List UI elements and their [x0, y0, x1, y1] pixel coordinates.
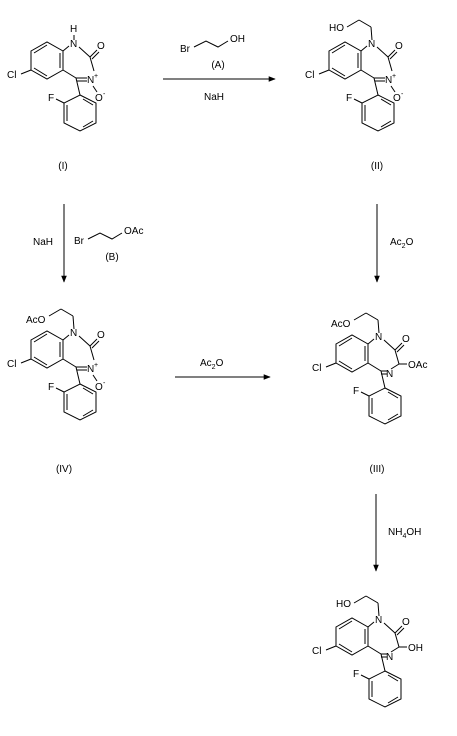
- molecule-I: H N O Cl N + O - F: [7, 24, 106, 132]
- atom-aco: AcO: [26, 315, 46, 326]
- atom-ho: HO: [336, 599, 351, 610]
- atom-oh: OH: [408, 643, 423, 654]
- atom-carbonyl-o: O: [395, 41, 403, 52]
- reagent-A: Br OH (A): [180, 34, 245, 71]
- charge-plus: +: [94, 73, 98, 80]
- atom-oh: OH: [230, 34, 245, 45]
- atom-cl: Cl: [312, 363, 321, 374]
- reagent-B-label: (B): [105, 252, 118, 263]
- atom-h: H: [70, 24, 77, 35]
- atom-n-oxide-o: O: [95, 93, 103, 104]
- atom-carbonyl-o: O: [97, 330, 105, 341]
- atom-n4: N: [386, 369, 393, 380]
- atom-n4: N: [386, 652, 393, 663]
- atom-ho: HO: [329, 23, 344, 34]
- charge-minus: -: [103, 380, 106, 387]
- atom-n-oxide-o: O: [95, 382, 103, 393]
- atom-cl: Cl: [312, 646, 321, 657]
- atom-carbonyl-o: O: [402, 334, 410, 345]
- atom-oac: OAc: [408, 360, 427, 371]
- atom-carbonyl-o: O: [402, 617, 410, 628]
- atom-n1: N: [70, 39, 77, 50]
- molecule-II: HO N O Cl N + O - F: [305, 19, 404, 132]
- reagent-nh4oh: NH4OH: [388, 527, 421, 540]
- atom-cl: Cl: [305, 70, 314, 81]
- charge-minus: -: [103, 91, 106, 98]
- charge-plus: +: [392, 73, 396, 80]
- atom-n4: N: [87, 364, 94, 375]
- reagent-nah-left: NaH: [33, 237, 53, 248]
- atom-f: F: [48, 93, 54, 104]
- reagent-ac2o-right: Ac2O: [390, 237, 414, 250]
- label-IV: (IV): [56, 464, 72, 475]
- reagent-B: Br OAc (B): [74, 226, 143, 263]
- reagent-A-label: (A): [211, 60, 224, 71]
- atom-oac: OAc: [124, 226, 143, 237]
- charge-minus: -: [401, 91, 404, 98]
- atom-br: Br: [74, 236, 85, 247]
- atom-aco: AcO: [331, 319, 351, 330]
- molecule-final-product: HO N O Cl N OH F: [312, 595, 423, 708]
- atom-n1: N: [375, 332, 382, 343]
- label-II: (II): [371, 161, 383, 172]
- molecule-III: AcO N O Cl N OAc F: [312, 312, 427, 425]
- atom-n4: N: [87, 75, 94, 86]
- molecule-IV: AcO N O Cl N + O - F: [7, 308, 106, 421]
- atom-n-oxide-o: O: [393, 93, 401, 104]
- atom-n1: N: [70, 328, 77, 339]
- atom-n1: N: [368, 39, 375, 50]
- atom-f: F: [353, 386, 359, 397]
- atom-br: Br: [180, 44, 191, 55]
- reagent-ac2o-middle: Ac2O: [200, 358, 224, 371]
- atom-f: F: [353, 669, 359, 680]
- atom-cl: Cl: [7, 70, 16, 81]
- label-I: (I): [58, 161, 67, 172]
- atom-carbonyl-o: O: [97, 41, 105, 52]
- charge-plus: +: [94, 362, 98, 369]
- atom-cl: Cl: [7, 359, 16, 370]
- atom-f: F: [48, 382, 54, 393]
- reagent-nah-top: NaH: [204, 92, 224, 103]
- atom-n4: N: [385, 75, 392, 86]
- label-III: (III): [370, 464, 385, 475]
- atom-n1: N: [375, 615, 382, 626]
- atom-f: F: [346, 93, 352, 104]
